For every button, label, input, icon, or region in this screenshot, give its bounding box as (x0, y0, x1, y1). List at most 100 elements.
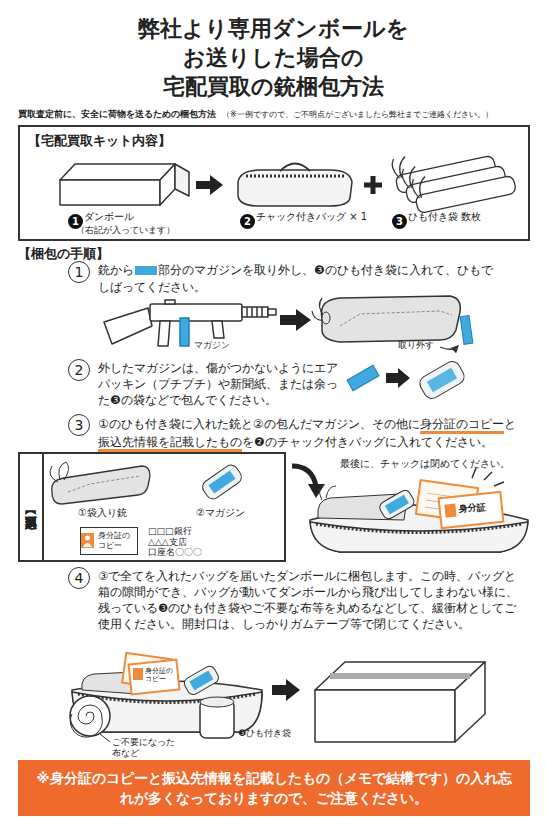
bank-info: □□□銀行 △△△支店 口座名〇〇〇 (148, 526, 210, 558)
item-number-text: 1 (72, 217, 79, 227)
cardboard-box-icon (60, 164, 189, 205)
step4-bag-illustration (100, 734, 110, 742)
step-text: 外したマガジンは、傷がつかないようにエアパッキン（プチプチ）や新聞紙、または余っ… (98, 360, 338, 408)
gun-illustration (212, 321, 224, 338)
bagged-gun-illustration (440, 346, 458, 349)
card-label: 身分証のコピー (145, 667, 175, 683)
bagged-gun-illustration (322, 312, 330, 324)
step-number: 2 (68, 359, 90, 381)
bagged-gun-illustration (312, 296, 473, 349)
bagged-gun-illustration (340, 311, 452, 326)
step4-bag-illustration (70, 705, 102, 737)
step4-bag-illustration (182, 664, 220, 697)
step4-bag-illustration (200, 697, 234, 707)
wrapped-magazine-illustration (417, 359, 467, 402)
closed-box-illustration (315, 690, 455, 742)
note: （※一例ですので、ご不明点がございましたら弊社までご連絡ください。） (222, 110, 493, 120)
step4-bag-illustration (129, 660, 180, 695)
gun-illustration (104, 300, 276, 346)
string-bag-icon (391, 156, 409, 179)
string-bag-icon (411, 159, 517, 214)
packed-bag-illustration (439, 492, 504, 528)
highlight-text: 身分証のコピー (420, 417, 504, 434)
wrapped-magazine-illustration (417, 359, 467, 402)
id-card: 身分証のコピー (80, 527, 138, 555)
wrapped-magazine-illustration (386, 368, 410, 388)
step-number-text: 2 (75, 363, 84, 377)
magazine-chip (135, 266, 157, 275)
zipper-bag-icon (280, 164, 310, 172)
step-text: ①のひも付き袋に入れた銃と②の包んだマガジン、その他に身分証のコピーと振込先情報… (98, 415, 523, 451)
arrow-icon (196, 175, 223, 195)
required-items-illustration (208, 470, 235, 493)
step-text: 銃から部分のマガジンを取り外し、❸のひも付き袋に入れて、ひもでしばってください。 (98, 262, 493, 296)
string-bag-icon (411, 176, 429, 199)
step-text-part: と (504, 417, 516, 431)
packed-bag-illustration (310, 468, 528, 552)
packed-bag-illustration (310, 522, 528, 552)
packed-bag-illustration (319, 484, 336, 500)
wrapped-magazine-illustration (347, 359, 467, 402)
item-number: 3 (392, 214, 407, 229)
action-label: 取り外す (398, 340, 434, 351)
string-bag-icon (415, 175, 517, 213)
subtitle: 買取査定前に、安全に荷物を送るための梱包方法 (18, 109, 216, 120)
step-number-text: 3 (75, 418, 84, 432)
gun-illustration (268, 309, 276, 315)
packed-bag-illustration (444, 504, 456, 518)
packed-bag-illustration (472, 468, 504, 486)
step-number: 3 (68, 414, 90, 436)
cardboard-box-icon (160, 164, 175, 205)
arrow-icon (280, 309, 311, 331)
curved-arrow (292, 466, 316, 486)
step-number: 1 (68, 261, 90, 283)
closed-box-illustration (330, 673, 470, 679)
item-label: ②マガジン (196, 507, 245, 520)
step4-bag-illustration (133, 668, 143, 680)
wrapped-magazine-illustration (427, 368, 457, 392)
item-caption: ひも付き袋 数枚 (408, 211, 481, 224)
item-number-text: 3 (396, 217, 403, 227)
step-number-text: 4 (75, 571, 84, 585)
curved-arrow (308, 484, 325, 498)
wrapped-magazine-illustration (347, 365, 379, 390)
required-items-illustration (85, 536, 90, 541)
cardboard-box-icon (175, 164, 189, 196)
step4-bag-illustration (70, 696, 110, 736)
title: 弊社より専用ダンボールを お送りした場合の 宅配買取の銃梱包方法 (98, 14, 448, 101)
gun-illustration (165, 300, 175, 304)
packed-bag-illustration (378, 488, 416, 521)
required-items-illustration (50, 462, 69, 482)
required-items-illustration (200, 462, 244, 501)
gun-illustration (180, 318, 189, 346)
step-text-part: ①のひも付き袋に入れた銃と②の包んだマガジン、その他に (98, 417, 420, 431)
plus-icon (364, 176, 382, 194)
step-text-part: 銃から (98, 263, 134, 277)
step-number: 4 (68, 567, 90, 589)
gun-illustration (247, 307, 262, 317)
highlight-text: 振込先情報を記載したもの (98, 435, 242, 452)
zipper-bag-icon (238, 164, 352, 207)
gun-illustration (242, 307, 268, 317)
zipper-bag-icon (238, 170, 352, 206)
item-label: ①袋入り銃 (78, 507, 127, 520)
packed-bag-illustration (316, 524, 522, 533)
part-label: ご不要になった布など (112, 737, 182, 759)
required-items-illustration (52, 466, 150, 504)
kit-box: 【宅配買取キット内容】123 (18, 125, 530, 241)
note: 最後に、チャックは閉めてください。 (340, 458, 510, 471)
gun-illustration (158, 321, 170, 346)
required-items-illustration (68, 476, 140, 492)
cardboard-box-icon (60, 164, 175, 180)
cardboard-box-icon (60, 180, 160, 205)
step-text: ③で全てを入れたバッグを届いたダンボールに梱包します。この時、バッグと箱の隙間が… (98, 568, 523, 632)
item-caption: ダンボール (84, 211, 134, 224)
zipper-bag-icon (246, 175, 344, 178)
step4-bag-illustration (70, 653, 300, 742)
step-text-part: 部分のマガジンを取り外し、❸のひも付き袋に入れて、ひもでしばってください。 (98, 263, 493, 294)
required-items-illustration (83, 543, 92, 547)
step4-bag-illustration (272, 679, 300, 701)
item-number-text: 2 (244, 217, 251, 227)
packed-bag-illustration (385, 495, 409, 515)
step-number-text: 1 (75, 265, 84, 279)
